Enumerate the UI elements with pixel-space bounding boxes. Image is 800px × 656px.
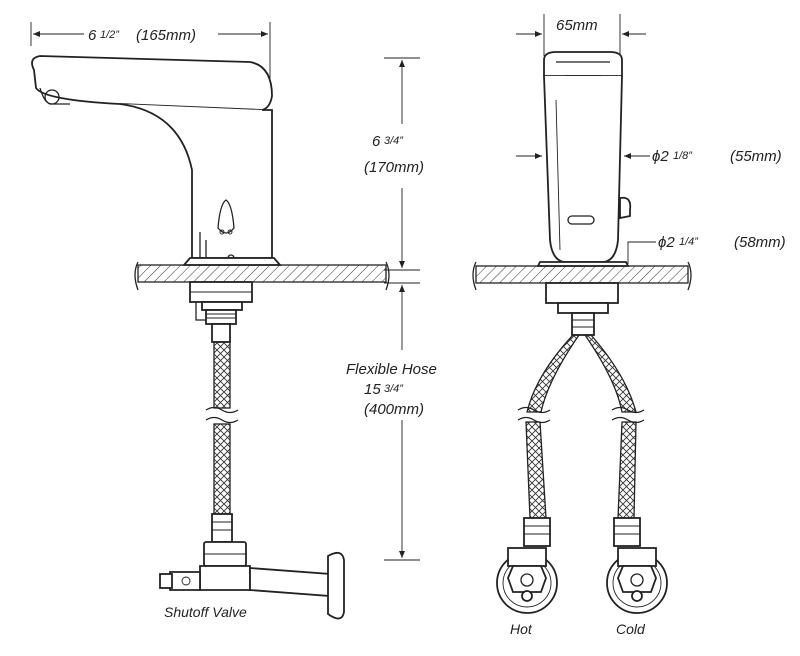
width-dimension: 65mm <box>516 14 646 56</box>
valve-hot: Hot <box>496 547 558 637</box>
body-diameter-metric: (55mm) <box>730 148 782 165</box>
height-fraction: 3/4” <box>384 135 404 147</box>
spout-length-dimension: 6 1/2” (165mm) <box>30 22 271 90</box>
body-diameter-dimension: ϕ2 1/8” (55mm) <box>516 148 782 165</box>
flexible-hose-hot <box>517 334 581 547</box>
shutoff-valve: Shutoff Valve <box>159 541 345 620</box>
hose-length-dimension: Flexible Hose 15 3/4” (400mm) <box>346 282 437 561</box>
height-metric: (170mm) <box>364 159 424 176</box>
valve-cold: Cold <box>606 547 668 637</box>
base-diameter-symbol: ϕ2 <box>658 234 675 251</box>
hose-whole: 15 <box>364 381 381 398</box>
side-view: 6 1/2” (165mm) <box>30 22 390 620</box>
faucet-body-side <box>31 55 282 266</box>
cold-label: Cold <box>616 621 646 637</box>
body-diameter-fraction: 1/8” <box>673 150 693 162</box>
hose-title: Flexible Hose <box>346 361 437 378</box>
faucet-body-front <box>536 51 632 267</box>
body-diameter-symbol: ϕ2 <box>652 148 669 165</box>
base-diameter-fraction: 1/4” <box>679 236 699 248</box>
base-diameter-dimension: ϕ2 1/4” (58mm) <box>627 234 786 264</box>
hose-fraction: 3/4” <box>384 383 404 395</box>
mounting-hardware-right <box>545 282 619 336</box>
hose-metric: (400mm) <box>364 401 424 418</box>
width-label: 65mm <box>556 17 598 34</box>
spout-length-fraction: 1/2” <box>100 29 120 41</box>
shutoff-valve-label: Shutoff Valve <box>164 604 247 620</box>
mounting-hardware-left <box>189 281 253 343</box>
hot-label: Hot <box>510 621 533 637</box>
countertop-left <box>134 261 390 291</box>
flexible-hose-left <box>205 341 239 543</box>
spout-length-whole: 6 <box>88 27 97 44</box>
front-view: 65mm ϕ2 1/8” (55mm) ϕ2 1/4” (58mm) <box>472 14 786 637</box>
spout-length-metric: (165mm) <box>136 27 196 44</box>
height-whole: 6 <box>372 133 381 150</box>
flexible-hose-cold <box>583 334 645 547</box>
base-diameter-metric: (58mm) <box>734 234 786 251</box>
height-dimension: 6 3/4” (170mm) <box>364 57 424 271</box>
